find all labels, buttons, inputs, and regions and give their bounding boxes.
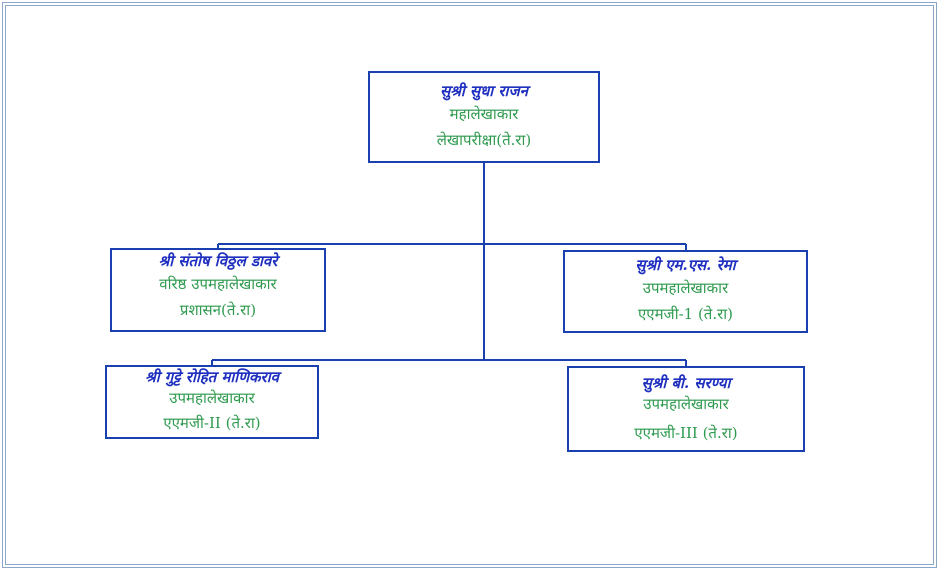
root-office: लेखापरीक्षा(ते.रा)	[436, 131, 532, 149]
right-top-designation: उपमहालेखाकार	[642, 279, 729, 297]
right-bottom-office: एएमजी-III (ते.रा)	[634, 424, 738, 442]
root-name: सुश्री सुधा राजन	[440, 82, 528, 100]
left-bottom-name: श्री गुट्टे रोहित माणिकराव	[145, 368, 279, 386]
left-top-designation: वरिष्ठ उपमहालेखाकार	[159, 275, 277, 293]
right-top-node: सुश्री एम.एस. रेमा उपमहालेखाकार एएमजी-1 …	[563, 250, 808, 333]
left-top-name: श्री संतोष विठ्ठल डावरे	[158, 252, 278, 270]
left-top-node: श्री संतोष विठ्ठल डावरे वरिष्ठ उपमहालेखा…	[110, 248, 326, 332]
left-bottom-office: एएमजी-II (ते.रा)	[163, 414, 261, 432]
right-top-office: एएमजी-1 (ते.रा)	[638, 305, 733, 323]
right-bottom-name: सुश्री बी. सरण्या	[641, 374, 731, 392]
inner-frame	[5, 5, 934, 565]
right-top-name: सुश्री एम.एस. रेमा	[635, 256, 736, 274]
root-designation: महालेखाकार	[449, 105, 519, 123]
left-bottom-designation: उपमहालेखाकार	[169, 389, 255, 407]
root-node: सुश्री सुधा राजन महालेखाकार लेखापरीक्षा(…	[368, 71, 600, 163]
left-top-office: प्रशासन(ते.रा)	[179, 301, 257, 319]
right-bottom-designation: उपमहालेखाकार	[643, 395, 729, 413]
left-bottom-node: श्री गुट्टे रोहित माणिकराव उपमहालेखाकार …	[105, 365, 319, 439]
right-bottom-node: सुश्री बी. सरण्या उपमहालेखाकार एएमजी-III…	[567, 366, 805, 452]
